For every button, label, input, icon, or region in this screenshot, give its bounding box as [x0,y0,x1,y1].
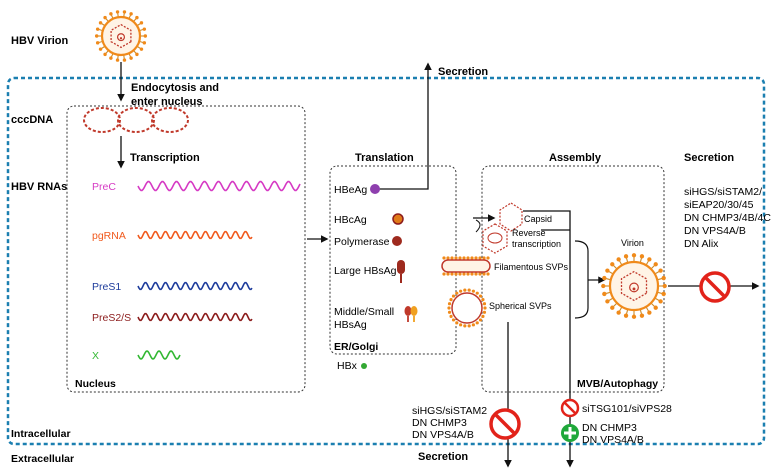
reverse-transcription-label-2: transcription [512,239,561,249]
hbv-rnas-label: HBV RNAs [11,181,67,193]
rna-wave-0 [137,180,301,192]
endocytosis-label-2: enter nucleus [131,96,203,108]
reverse-transcription-label-1: Reverse [512,228,546,238]
rna-label-0: PreC [92,181,116,193]
hbcag-label: HBcAg [334,214,367,226]
inhibitor-bottom-line-0: siHGS/siSTAM2 [412,405,487,417]
reverse-transcription-icon [482,223,508,254]
hbx-label: HBx [337,360,358,372]
translation-label: Translation [355,152,414,164]
mvb-exit-arrow-1 [523,210,574,468]
capsid-icon [499,202,523,232]
middle-small-label-2: HBsAg [334,319,367,331]
inhibitor-bottom-line-1: DN CHMP3 [412,417,467,429]
inhibit-icon-tsg101 [560,398,580,418]
virion-icon [601,253,667,319]
rna-wave-1 [137,230,253,240]
promote-icon [561,424,579,442]
nucleus-box [66,105,306,393]
cell-membrane [6,76,766,446]
secretion-top-label: Secretion [438,66,488,78]
rna-wave-2 [137,281,253,291]
inhibit-icon-right [699,271,731,303]
er-golgi-label: ER/Golgi [334,341,378,353]
hbeag-icon [370,184,380,194]
inhibitor-right-line-4: DN Alix [684,238,719,250]
inhibitor-right-line-1: siEAP20/30/45 [684,199,754,211]
inhibitor-bottom-line-2: DN VPS4A/B [412,429,474,441]
hbv-virion-label: HBV Virion [11,35,69,47]
promote-line-0: DN CHMP3 [582,422,637,434]
rna-label-1: pgRNA [92,230,126,242]
middle-small-hbsag-icon [404,306,418,322]
virion-label: Virion [621,238,644,248]
rna-wave-4 [137,350,181,360]
endocytosis-label-1: Endocytosis and [131,82,219,94]
hbv-virion-icon [94,10,148,62]
rt-bracket [475,219,481,233]
inhibitor-right-line-2: DN CHMP3/4B/4C [684,212,771,224]
capsid-label: Capsid [524,214,552,224]
secretion-bottom-label: Secretion [418,451,468,463]
promote-line-1: DN VPS4A/B [582,434,644,446]
polymerase-icon [392,236,402,246]
extracellular-label: Extracellular [11,453,74,465]
spherical-svp-icon [447,288,487,328]
large-hbsag-icon [397,260,405,283]
secretion-right-label: Secretion [684,152,734,164]
large-hbsag-label: Large HBsAg [334,265,397,277]
cccdna-icon [83,107,189,133]
hbeag-secretion-arrow [378,62,432,190]
inhibitor-right-line-3: DN VPS4A/B [684,225,746,237]
tsg101-label: siTSG101/siVPS28 [582,403,672,415]
rna-label-4: X [92,350,99,362]
inhibit-icon-bottom [489,408,521,440]
cccdna-label: cccDNA [11,114,53,126]
rna-label-2: PreS1 [92,281,121,293]
spherical-svps-label: Spherical SVPs [489,301,552,311]
assembly-bracket [574,240,589,319]
filamentous-svps-label: Filamentous SVPs [494,262,569,272]
middle-small-label-1: Middle/Small [334,306,394,318]
inhibitor-right-line-0: siHGS/siSTAM2/ [684,186,762,198]
assembly-label: Assembly [549,152,602,164]
transcription-label: Transcription [130,152,200,164]
filamentous-svp-icon [441,256,491,276]
hbcag-icon [392,213,404,225]
nucleus-label: Nucleus [75,378,116,390]
hbx-icon [361,363,367,369]
rna-wave-3 [137,312,253,322]
intracellular-label: Intracellular [11,428,71,440]
mvb-autophagy-label: MVB/Autophagy [577,378,658,390]
rna-label-3: PreS2/S [92,312,131,324]
hbeag-label: HBeAg [334,184,367,196]
polymerase-label: Polymerase [334,236,390,248]
